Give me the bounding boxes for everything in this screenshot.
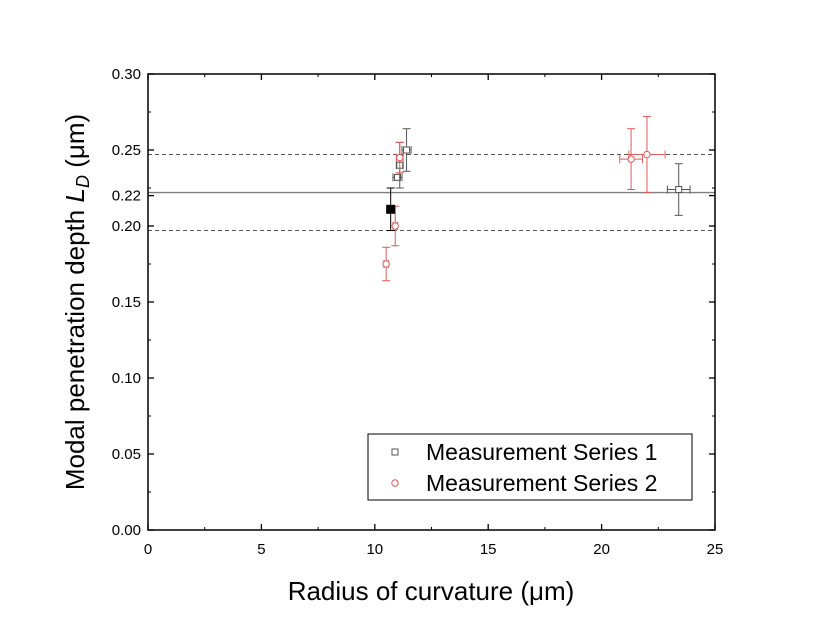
legend-label-series-1: Measurement Series 1 <box>426 439 657 465</box>
legend-marker-series-2 <box>391 479 399 487</box>
legend-label-series-2: Measurement Series 2 <box>426 470 657 496</box>
y-axis-title-symbol: L <box>60 188 90 202</box>
series-2-point <box>643 150 651 159</box>
legend: Measurement Series 1 Measurement Series … <box>367 433 693 501</box>
x-tick-label: 25 <box>707 541 724 558</box>
y-tick-labels: 0.00 0.05 0.10 0.15 0.20 0.22 0.25 0.30 <box>112 66 141 539</box>
y-tick-label: 0.15 <box>112 294 141 311</box>
y-axis-title: Modal penetration depth LD (μm) <box>60 114 93 490</box>
series-2-point <box>382 260 390 268</box>
series-2-point <box>627 155 635 163</box>
y-tick-label: 0.22 <box>112 188 141 205</box>
x-tick-label: 10 <box>366 541 383 558</box>
x-tick-label: 20 <box>593 541 610 558</box>
y-tick-label: 0.00 <box>112 522 141 539</box>
axis-ticks <box>147 73 716 531</box>
series-1-point <box>393 173 401 181</box>
x-tick-labels: 0 5 10 15 20 25 <box>144 541 724 558</box>
y-tick-label: 0.05 <box>112 446 141 463</box>
x-tick-label: 15 <box>480 541 497 558</box>
series-1-point <box>675 186 683 194</box>
series-1-point <box>403 146 411 154</box>
mean-point <box>386 204 396 214</box>
legend-marker-series-1 <box>391 448 399 456</box>
x-tick-label: 0 <box>144 541 152 558</box>
y-tick-label: 0.10 <box>112 370 141 387</box>
x-axis-title: Radius of curvature (μm) <box>288 576 575 606</box>
y-axis-title-prefix: Modal penetration depth <box>60 203 90 491</box>
x-tick-label: 5 <box>257 541 265 558</box>
y-axis-title-subscript: D <box>73 175 93 188</box>
series-2-point <box>391 222 399 230</box>
y-axis-title-suffix: (μm) <box>60 114 90 175</box>
y-tick-label: 0.30 <box>112 66 141 83</box>
y-tick-label: 0.20 <box>112 218 141 235</box>
series-2-point <box>396 153 404 162</box>
reference-lines <box>148 154 715 232</box>
y-tick-label: 0.25 <box>112 142 141 159</box>
data-points <box>382 116 691 282</box>
legend-box <box>367 433 693 501</box>
